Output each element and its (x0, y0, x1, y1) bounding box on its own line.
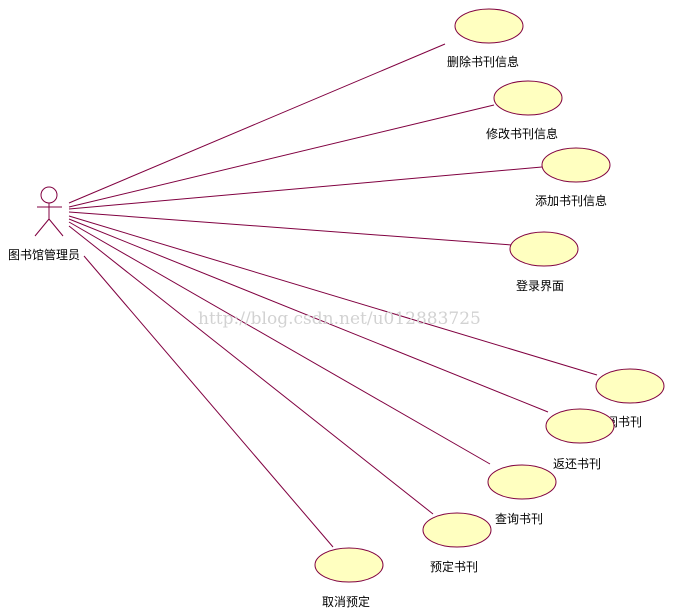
use-case-modify[interactable]: 修改书刊信息 (486, 80, 563, 141)
association-line-delete (68, 43, 446, 204)
stick-figure-icon (34, 186, 64, 237)
association-line-login (68, 211, 513, 246)
actor-librarian[interactable]: 图书馆管理员 (8, 186, 80, 262)
actor-label: 图书馆管理员 (8, 247, 80, 262)
use-case-ellipse (541, 147, 611, 183)
use-case-ellipse (545, 408, 615, 444)
use-case-ellipse (314, 547, 384, 583)
use-case-return[interactable]: 返还书刊 (545, 408, 615, 471)
use-case-reserve[interactable]: 预定书刊 (422, 512, 492, 574)
use-case-label: 修改书刊信息 (486, 126, 558, 141)
use-case-ellipse (422, 512, 492, 548)
association-line-modify (68, 104, 495, 208)
use-case-ellipse (487, 464, 557, 500)
use-case-label: 预定书刊 (430, 559, 478, 574)
association-line-reserve (68, 225, 434, 515)
association-line-borrow (68, 215, 598, 376)
use-case-delete[interactable]: 删除书刊信息 (447, 8, 524, 69)
use-case-login[interactable]: 登录界面 (509, 231, 579, 293)
association-line-return (68, 218, 549, 413)
use-case-label: 删除书刊信息 (447, 54, 519, 69)
association-lines (68, 43, 598, 548)
association-line-cancel (83, 255, 334, 548)
use-case-query[interactable]: 查询书刊 (487, 464, 557, 526)
use-case-label: 返还书刊 (553, 457, 601, 471)
association-line-add (68, 166, 543, 210)
watermark: http://blog.csdn.net/u012883725 (198, 309, 481, 329)
use-case-label: 取消预定 (322, 594, 370, 609)
use-cases: 删除书刊信息 修改书刊信息 添加书刊信息 登录界面 借阅书刊 返还书刊 查询书刊 (314, 8, 665, 609)
use-case-add[interactable]: 添加书刊信息 (535, 147, 611, 208)
use-case-ellipse (509, 231, 579, 267)
use-case-label: 添加书刊信息 (535, 193, 607, 208)
use-case-label: 查询书刊 (495, 512, 543, 526)
use-case-ellipse (454, 8, 524, 44)
use-case-ellipse (595, 368, 665, 404)
use-case-ellipse (493, 80, 563, 116)
association-line-query (68, 221, 491, 465)
use-case-cancel[interactable]: 取消预定 (314, 547, 384, 609)
use-case-label: 登录界面 (516, 278, 564, 293)
